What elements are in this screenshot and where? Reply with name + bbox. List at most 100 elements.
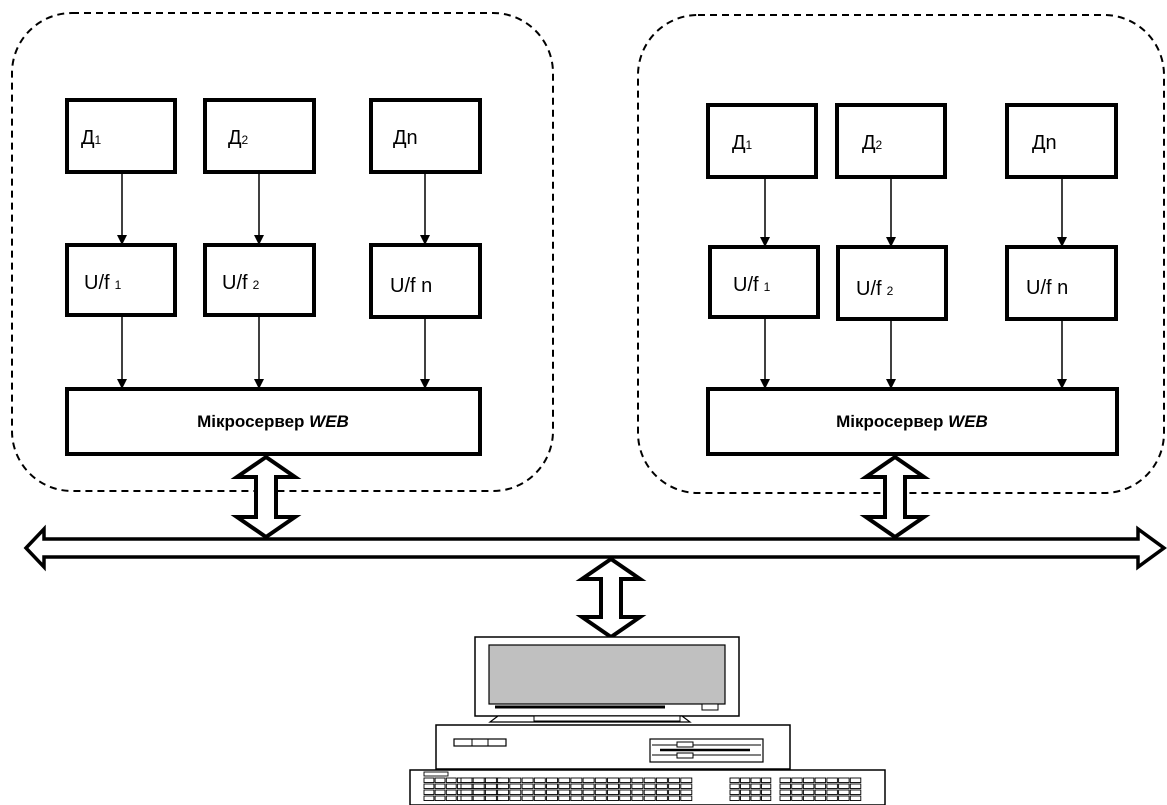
keyboard-key	[838, 789, 850, 795]
keyboard-key	[533, 783, 546, 789]
sensor-label: Д	[81, 127, 95, 149]
keyboard-key	[643, 795, 656, 801]
keyboard-key	[826, 777, 838, 783]
keyboard-key	[570, 783, 583, 789]
svg-text:U/f2: U/f2	[222, 272, 260, 294]
keyboard-key	[594, 789, 607, 795]
converter-index: 1	[115, 278, 122, 292]
keyboard-key	[521, 783, 534, 789]
keyboard-key	[472, 777, 485, 783]
sensor-index: 1	[95, 133, 102, 147]
sensor-label: Дn	[1032, 132, 1057, 154]
keyboard-key	[668, 795, 681, 801]
keyboard-key	[570, 777, 583, 783]
sensor-index: 2	[876, 138, 883, 152]
keyboard-key	[791, 783, 803, 789]
server-label: Мікросервер	[197, 412, 304, 431]
keyboard-key	[826, 783, 838, 789]
keyboard-key	[423, 789, 435, 795]
keyboard-key	[802, 783, 815, 789]
keyboard-keys	[423, 771, 862, 801]
keyboard-key	[655, 783, 668, 789]
svg-text:Дn: Дn	[393, 127, 418, 149]
keyboard-key	[619, 795, 632, 801]
sensor-label: Дn	[393, 127, 418, 149]
node-2-sensor-1: Д1	[706, 103, 818, 179]
node-1-sensor-n: Дn	[369, 98, 482, 174]
server-label: Мікросервер	[836, 412, 943, 431]
keyboard-key	[582, 777, 595, 783]
node-2-sensor-2: Д2	[835, 103, 947, 179]
keyboard-key	[558, 777, 571, 783]
keyboard-key	[423, 795, 435, 801]
converter-index: 2	[253, 278, 260, 292]
keyboard-key	[570, 795, 583, 801]
network-bus	[23, 524, 1167, 572]
keyboard-key	[546, 777, 558, 783]
keyboard-key	[779, 789, 791, 795]
sensor-label: Д	[228, 127, 242, 149]
converter-label: U/f	[84, 272, 110, 294]
keyboard-key	[814, 789, 827, 795]
server-web-label: WEB	[309, 412, 349, 431]
node-2-sensor-n: Дn	[1005, 103, 1118, 179]
keyboard-key	[849, 795, 862, 801]
svg-text:Д2: Д2	[228, 127, 249, 149]
keyboard-key	[740, 789, 751, 795]
keyboard-key	[472, 789, 485, 795]
keyboard-key	[423, 771, 449, 777]
sensor-index: 1	[746, 138, 753, 152]
keyboard-key	[631, 795, 644, 801]
keyboard-key	[680, 795, 693, 801]
converter-label: U/f n	[390, 275, 432, 297]
keyboard-key	[509, 789, 522, 795]
keyboard-key	[791, 795, 803, 801]
converter-index: 2	[887, 284, 894, 298]
keyboard-key	[761, 783, 772, 789]
keyboard-key	[533, 777, 546, 783]
keyboard-key	[761, 777, 772, 783]
converter-label: U/f	[733, 274, 759, 296]
keyboard-key	[434, 783, 446, 789]
keyboard-key	[607, 789, 619, 795]
keyboard-key	[680, 777, 693, 783]
keyboard-key	[460, 795, 473, 801]
node-1-boundary	[11, 12, 554, 492]
keyboard-key	[546, 795, 558, 801]
keyboard-key	[740, 777, 751, 783]
computer-bus-link	[575, 556, 647, 640]
keyboard-key	[558, 783, 571, 789]
keyboard-key	[643, 783, 656, 789]
keyboard-key	[791, 789, 803, 795]
keyboard-key	[826, 795, 838, 801]
keyboard-key	[460, 777, 473, 783]
svg-text:Дn: Дn	[1032, 132, 1057, 154]
keyboard-key	[849, 789, 862, 795]
server-web-label: WEB	[948, 412, 988, 431]
keyboard-key	[434, 795, 446, 801]
keyboard-key	[546, 783, 558, 789]
keyboard-key	[740, 795, 751, 801]
svg-text:U/f n: U/f n	[1026, 277, 1068, 299]
keyboard-key	[849, 783, 862, 789]
node-1-microserver: Мікросервер WEB	[65, 387, 482, 456]
node-1-converter-1: U/f 1	[65, 243, 177, 317]
keyboard-key	[814, 795, 827, 801]
svg-text:Д1: Д1	[732, 132, 753, 154]
keyboard-key	[750, 783, 761, 789]
node-1-sensor-1: Д1	[65, 98, 177, 174]
keyboard-key	[680, 789, 693, 795]
keyboard-key	[838, 777, 850, 783]
keyboard-key	[729, 783, 740, 789]
keyboard-key	[680, 783, 693, 789]
keyboard-key	[814, 783, 827, 789]
keyboard-key	[750, 795, 761, 801]
keyboard-key	[761, 795, 772, 801]
keyboard-key	[607, 783, 619, 789]
keyboard-key	[779, 783, 791, 789]
keyboard-key	[791, 777, 803, 783]
